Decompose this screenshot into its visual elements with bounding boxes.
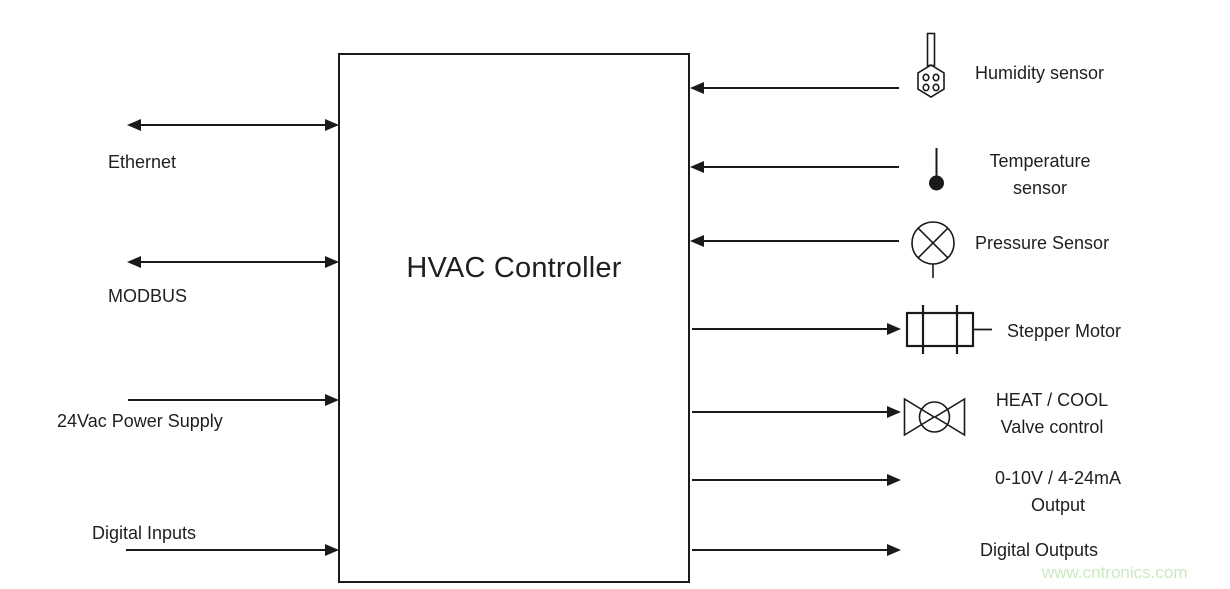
pressure-sensor-icon bbox=[909, 218, 957, 280]
watermark: www.cntronics.com bbox=[1042, 563, 1188, 582]
analog-output-label: 0-10V / 4-24mA Output bbox=[978, 465, 1138, 519]
arrow-shaft bbox=[129, 261, 337, 263]
temperature-sensor-label-line1: Temperature bbox=[989, 151, 1091, 171]
humidity-sensor-arrow bbox=[690, 82, 900, 94]
pressure-sensor-label: Pressure Sensor bbox=[975, 233, 1110, 253]
arrow-shaft bbox=[692, 240, 899, 242]
analog-output-label-line2: Output bbox=[1030, 495, 1086, 515]
arrow-head-left bbox=[690, 235, 704, 247]
temperature-sensor-arrow bbox=[690, 161, 900, 173]
modbus-arrow bbox=[127, 256, 339, 268]
arrow-shaft bbox=[126, 549, 337, 551]
arrow-head-left bbox=[690, 82, 704, 94]
valve-control-label-line1: HEAT / COOL bbox=[995, 390, 1109, 410]
arrow-shaft bbox=[692, 87, 899, 89]
arrow-head-right bbox=[887, 544, 901, 556]
arrow-shaft bbox=[129, 124, 337, 126]
valve-control-label: HEAT / COOL Valve control bbox=[972, 387, 1132, 441]
arrow-shaft bbox=[692, 166, 899, 168]
arrow-head-left bbox=[690, 161, 704, 173]
arrow-shaft bbox=[692, 411, 899, 413]
arrow-shaft bbox=[692, 479, 899, 481]
hvac-controller-title: HVAC Controller bbox=[406, 252, 622, 284]
digital-inputs-arrow bbox=[125, 544, 339, 556]
analog-output-arrow bbox=[691, 474, 901, 486]
valve-icon bbox=[903, 397, 966, 437]
arrow-shaft bbox=[692, 328, 899, 330]
arrow-head-right bbox=[325, 256, 339, 268]
arrow-head-right bbox=[887, 406, 901, 418]
humidity-sensor-icon bbox=[911, 32, 951, 99]
power-supply-label: 24Vac Power Supply bbox=[57, 411, 223, 431]
arrow-head-right bbox=[887, 323, 901, 335]
humidity-sensor-label: Humidity sensor bbox=[975, 63, 1105, 83]
digital-outputs-label: Digital Outputs bbox=[980, 540, 1099, 560]
analog-output-label-line1: 0-10V / 4-24mA bbox=[994, 468, 1122, 488]
arrow-shaft bbox=[692, 549, 899, 551]
ethernet-arrow bbox=[127, 119, 339, 131]
temperature-sensor-label: Temperature sensor bbox=[960, 148, 1120, 202]
temperature-sensor-icon bbox=[926, 147, 947, 192]
arrow-head-left bbox=[127, 256, 141, 268]
arrow-shaft bbox=[128, 399, 337, 401]
arrow-head-left bbox=[127, 119, 141, 131]
power-supply-arrow bbox=[127, 394, 339, 406]
stepper-motor-arrow bbox=[691, 323, 901, 335]
arrow-head-right bbox=[325, 394, 339, 406]
stepper-motor-label: Stepper Motor bbox=[1007, 321, 1122, 341]
pressure-sensor-arrow bbox=[690, 235, 900, 247]
modbus-label: MODBUS bbox=[108, 286, 188, 306]
ethernet-label: Ethernet bbox=[108, 152, 177, 172]
temperature-sensor-label-line2: sensor bbox=[1012, 178, 1068, 198]
digital-inputs-label: Digital Inputs bbox=[92, 523, 197, 543]
valve-control-label-line2: Valve control bbox=[1000, 417, 1104, 437]
digital-outputs-arrow bbox=[691, 544, 901, 556]
stepper-motor-icon bbox=[901, 304, 993, 355]
arrow-head-right bbox=[325, 544, 339, 556]
arrow-head-right bbox=[325, 119, 339, 131]
arrow-head-right bbox=[887, 474, 901, 486]
hvac-controller-box: HVAC Controller bbox=[338, 53, 690, 583]
valve-control-arrow bbox=[691, 406, 901, 418]
